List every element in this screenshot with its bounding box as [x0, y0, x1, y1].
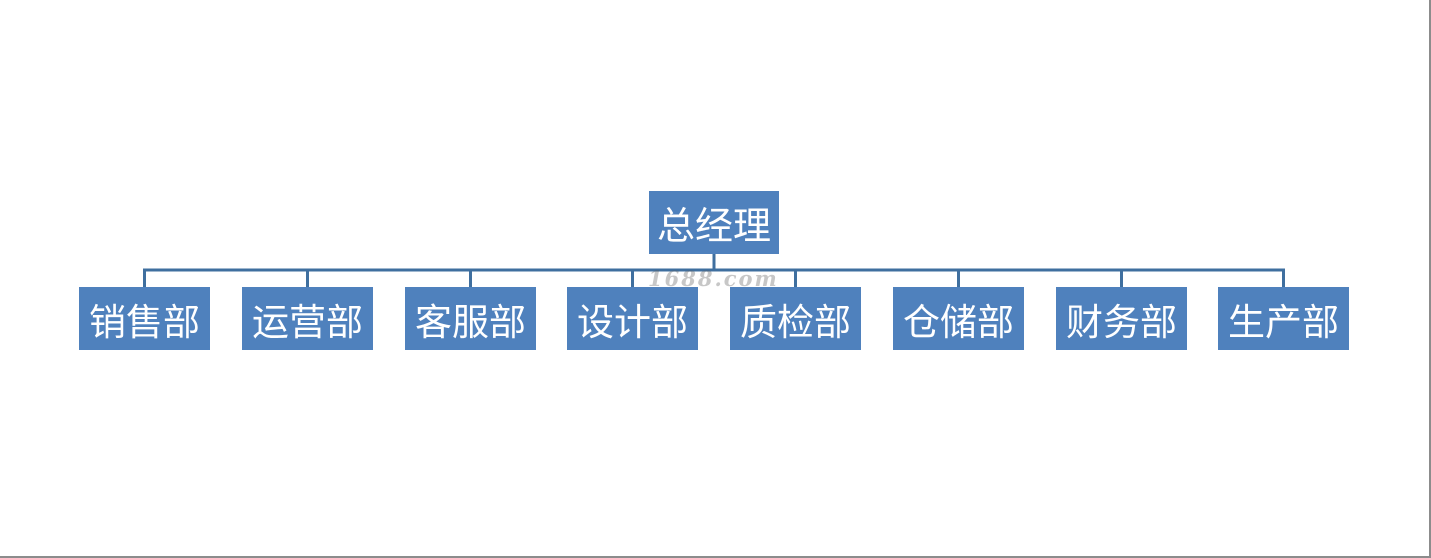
node-production-department: 生产部: [1218, 287, 1349, 350]
node-operations-department: 运营部: [242, 287, 373, 350]
node-finance-department: 财务部: [1056, 287, 1187, 350]
node-quality-inspection-department: 质检部: [730, 287, 861, 350]
node-general-manager: 总经理: [649, 191, 779, 254]
node-warehousing-department: 仓储部: [893, 287, 1024, 350]
node-customer-service-department: 客服部: [405, 287, 536, 350]
node-design-department: 设计部: [567, 287, 698, 350]
node-sales-department: 销售部: [79, 287, 210, 350]
